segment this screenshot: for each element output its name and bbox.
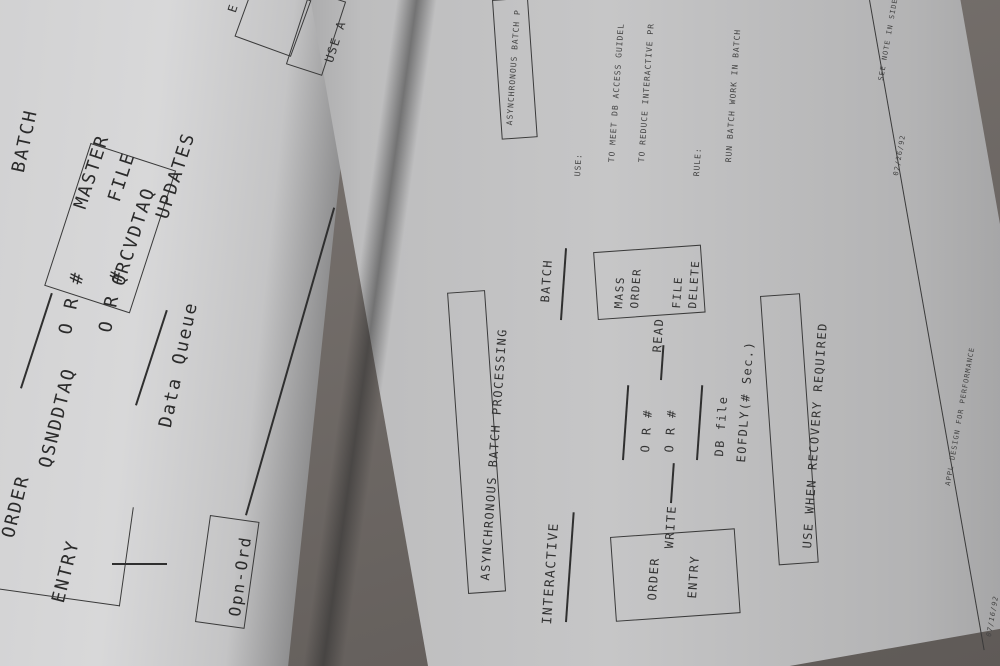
partial-top-box-text: E xyxy=(225,1,242,15)
order-entry-arrow xyxy=(112,563,167,565)
mass-order-line-3: FILE xyxy=(670,275,686,309)
use-label: USE: xyxy=(573,152,584,177)
queue-top-line xyxy=(20,292,53,389)
order-entry-box xyxy=(0,490,134,607)
batch-label: BATCH xyxy=(8,107,42,175)
read-label: READ xyxy=(650,317,667,353)
send-queue-label: QSNDDTAQ xyxy=(35,365,81,471)
mass-order-line-1: MASS xyxy=(612,275,628,309)
update-connector-line xyxy=(245,207,335,516)
